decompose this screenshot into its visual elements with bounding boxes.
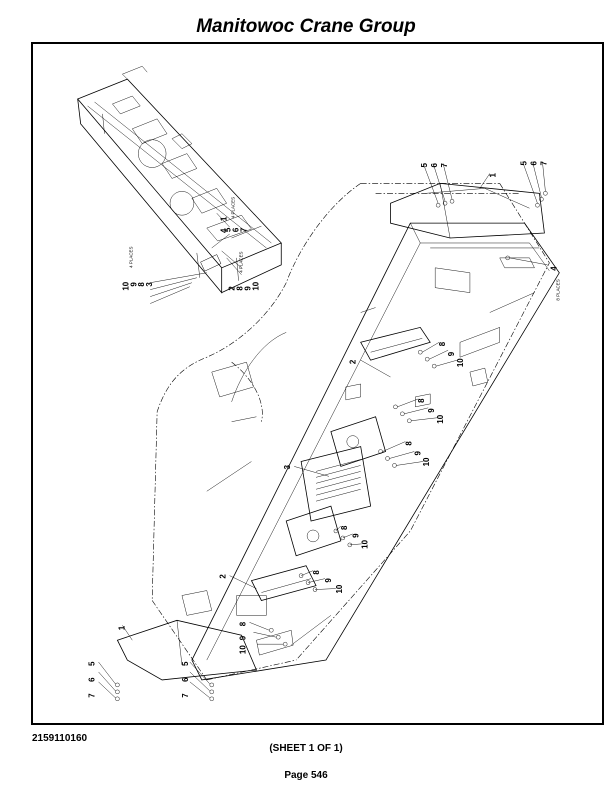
callout-label: 5 bbox=[520, 161, 529, 166]
parts-diagram-frame: 1 4 5 6 7 4 PLACES 10 9 8 3 4 PLACES 2 8… bbox=[31, 42, 604, 725]
callout-label: 5 bbox=[181, 661, 190, 666]
callout-label: 9 bbox=[447, 351, 456, 356]
callout-label: 7 bbox=[88, 693, 97, 698]
callout-label: 10 bbox=[121, 281, 130, 290]
callout-label: 8 bbox=[236, 286, 245, 291]
page-number: Page 546 bbox=[284, 770, 328, 781]
callout-label: 9 bbox=[413, 450, 422, 455]
callout-label: 8 bbox=[417, 398, 426, 403]
callout-label: 4 bbox=[549, 266, 558, 271]
callout-label: 6 bbox=[430, 163, 439, 168]
callout-label: 10 bbox=[251, 281, 260, 290]
inset-callout-group-a: 1 4 bbox=[220, 216, 229, 233]
callout-label: 3 bbox=[145, 282, 154, 287]
callout-label: 7 bbox=[239, 227, 248, 232]
callout-label: 5 bbox=[88, 661, 97, 666]
callout-label: 8 bbox=[340, 525, 349, 530]
callout-label: 7 bbox=[539, 161, 548, 166]
inset-callouts: 5 6 7 4 PLACES 10 9 8 3 4 PLACES 2 8 9 1… bbox=[121, 197, 260, 291]
callout-label: 10 bbox=[361, 539, 370, 548]
callout-label: 10 bbox=[456, 358, 465, 367]
note-label: 4 PLACES bbox=[128, 246, 133, 267]
callout-label: 8 bbox=[312, 570, 321, 575]
callout-label: 1 bbox=[220, 216, 229, 221]
page-title: Manitowoc Crane Group bbox=[196, 16, 416, 37]
callout-label: 8 bbox=[438, 341, 447, 346]
callout-label: 6 bbox=[232, 227, 241, 232]
callout-label: 2 bbox=[228, 286, 237, 291]
callout-label: 3 bbox=[283, 464, 292, 469]
callout-label: 6 bbox=[181, 677, 190, 682]
bolt-stacks bbox=[115, 191, 548, 701]
main-boom-view bbox=[98, 161, 560, 701]
callout-label: 1 bbox=[489, 172, 498, 177]
callout-label: 10 bbox=[335, 584, 344, 593]
callout-label: 6 bbox=[88, 677, 97, 682]
callout-label: 6 bbox=[529, 161, 538, 166]
callout-label: 4 bbox=[220, 228, 229, 233]
callout-label: 9 bbox=[239, 635, 248, 640]
callout-label: 9 bbox=[324, 578, 333, 583]
note-label: 4 PLACES bbox=[231, 197, 236, 218]
callout-label: 5 bbox=[224, 227, 233, 232]
callout-label: 9 bbox=[243, 286, 252, 291]
callout-label: 8 bbox=[239, 621, 248, 626]
callout-label: 7 bbox=[181, 693, 190, 698]
callout-label: 10 bbox=[436, 414, 445, 423]
callout-label: 5 bbox=[420, 163, 429, 168]
boom-assembly-drawing: 1 4 5 6 7 4 PLACES 10 9 8 3 4 PLACES 2 8… bbox=[77, 65, 561, 701]
callout-label: 9 bbox=[427, 408, 436, 413]
wear-pad-grid bbox=[315, 459, 361, 502]
callout-label: 8 bbox=[404, 441, 413, 446]
callout-label: 7 bbox=[440, 163, 449, 168]
callout-label: 9 bbox=[129, 282, 138, 287]
main-callouts: 5 6 7 1 5 6 7 4 8 PLACES 2 8 9 10 8 9 10… bbox=[88, 161, 561, 698]
callout-label: 10 bbox=[422, 457, 431, 466]
sheet-label: (SHEET 1 OF 1) bbox=[269, 743, 343, 754]
callout-label: 9 bbox=[352, 533, 361, 538]
note-label: 8 PLACES bbox=[555, 279, 560, 300]
callout-label: 2 bbox=[219, 574, 228, 579]
callout-label: 8 bbox=[137, 282, 146, 287]
note-label: 4 PLACES bbox=[239, 251, 244, 272]
callout-label: 1 bbox=[117, 625, 126, 630]
inset-boom-view bbox=[77, 65, 282, 304]
callout-label: 2 bbox=[349, 359, 358, 364]
document-number: 2159110160 bbox=[32, 733, 88, 744]
callout-label: 10 bbox=[239, 645, 248, 654]
